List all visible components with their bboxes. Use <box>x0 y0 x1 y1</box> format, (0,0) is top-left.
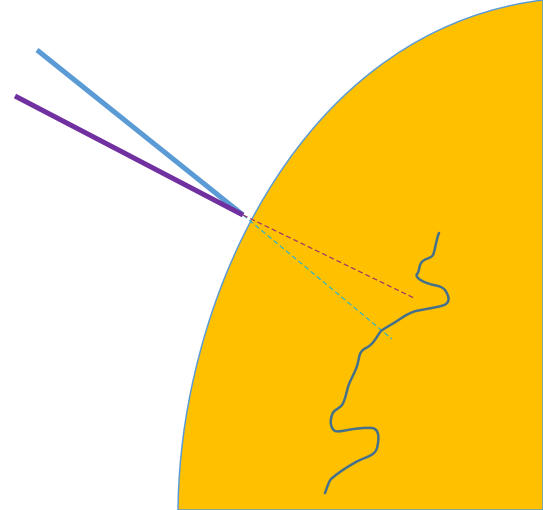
orange-sphere <box>177 0 543 510</box>
blue-refracted-dashed-ray <box>242 214 393 340</box>
blue-incident-ray <box>35 48 245 217</box>
purple-incident-ray <box>13 93 245 218</box>
wavy-curve <box>323 231 450 495</box>
